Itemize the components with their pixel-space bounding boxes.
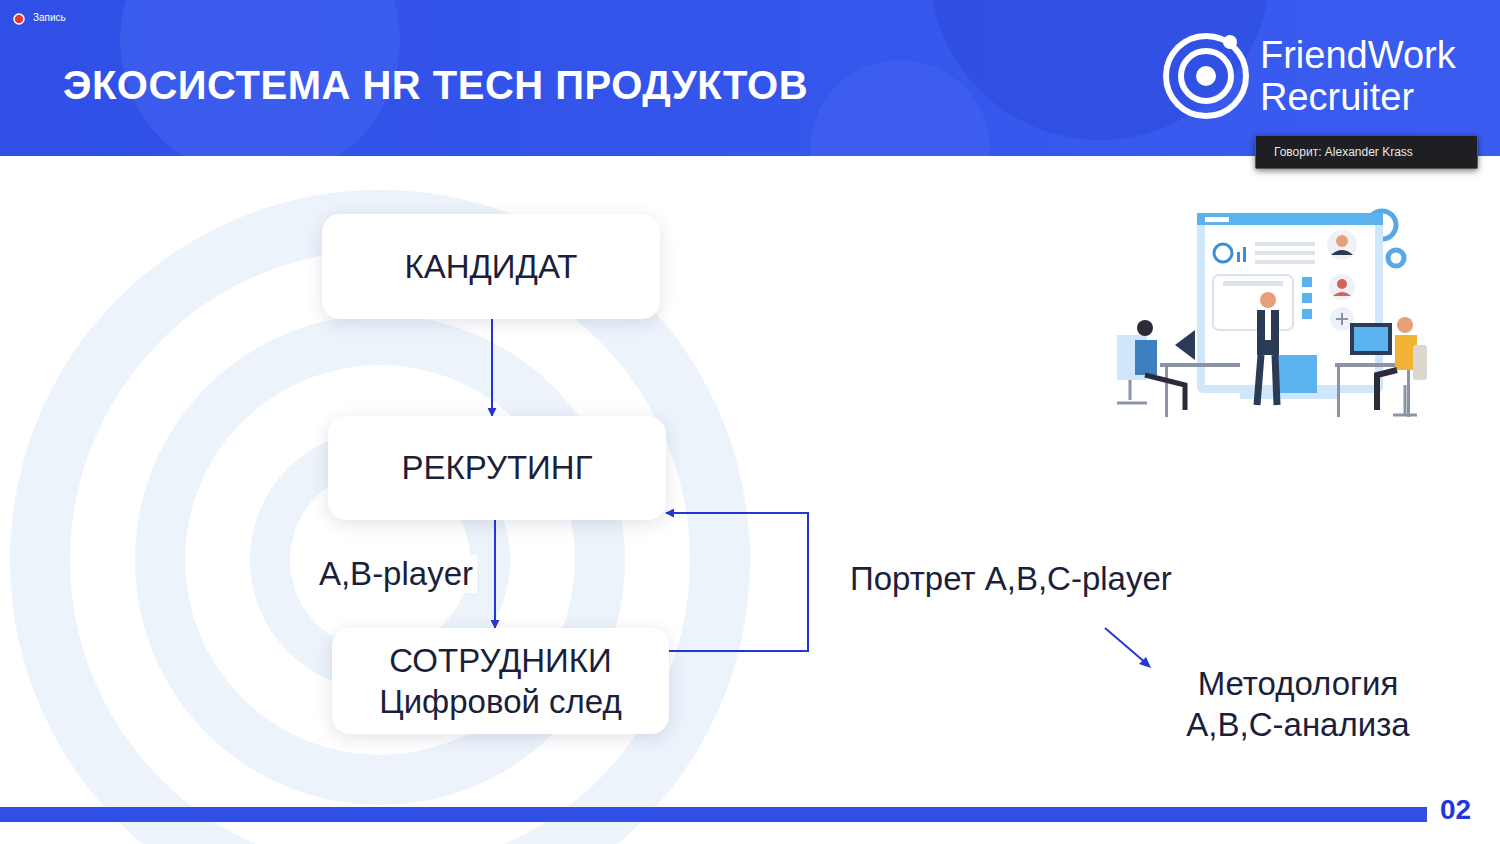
footer-bar	[0, 806, 1430, 824]
speaker-box: Говорит: Alexander Krass	[1255, 135, 1478, 169]
slide-title: ЭКОСИСТЕМА HR TECH ПРОДУКТОВ	[63, 63, 808, 108]
process-box: СОТРУДНИКИЦифровой след	[332, 628, 669, 734]
box-title: КАНДИДАТ	[404, 246, 577, 287]
note-text: Портрет A,B,C-player	[850, 560, 1172, 598]
connector-arrow	[666, 513, 808, 651]
process-box: КАНДИДАТ	[322, 214, 660, 319]
page-number: 02	[1440, 794, 1471, 826]
edge-label: A,B-player	[315, 555, 477, 593]
connector-arrow	[494, 520, 496, 628]
office-illustration	[1105, 195, 1435, 425]
note-text: Методология A,B,C-анализа	[1160, 663, 1436, 746]
pointer-arrow	[1095, 620, 1165, 680]
box-title: СОТРУДНИКИ	[389, 640, 612, 681]
box-subtitle: Цифровой след	[379, 681, 621, 722]
box-title: Говорит: Alexander Krass	[1274, 145, 1413, 160]
logo-text: Recruiter	[1260, 78, 1414, 116]
process-box: РЕКРУТИНГ	[328, 416, 666, 520]
box-title: РЕКРУТИНГ	[401, 447, 592, 488]
recording-label: Запись	[33, 12, 66, 23]
logo-text: FriendWork	[1260, 36, 1456, 74]
connector-arrow	[491, 319, 493, 416]
